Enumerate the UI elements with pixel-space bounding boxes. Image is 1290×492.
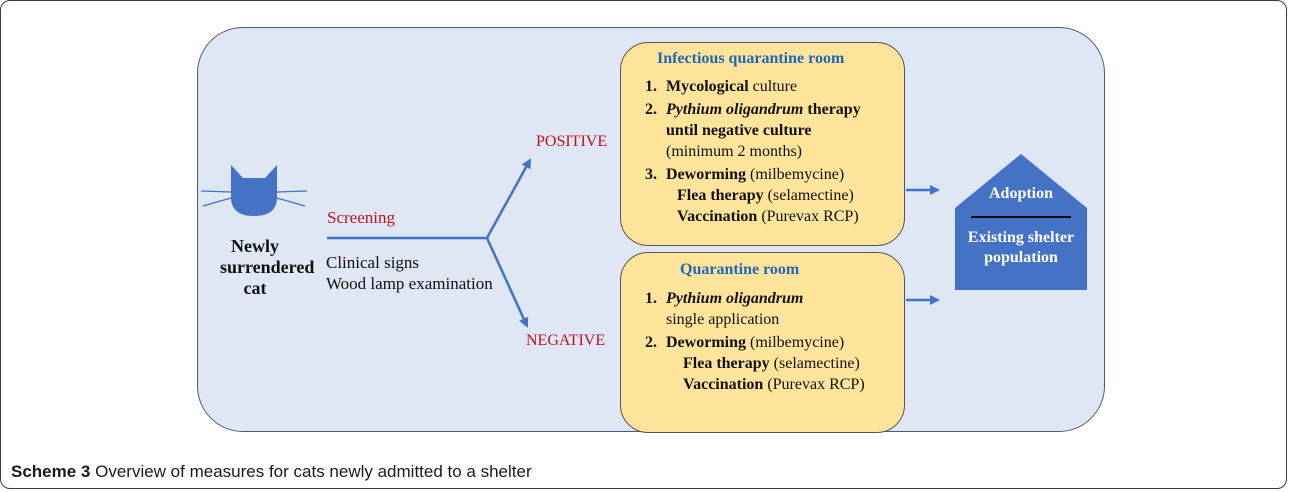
criteria-wood-lamp: Wood lamp examination [326, 274, 493, 293]
adoption-label: Adoption [988, 185, 1054, 202]
infectious-quarantine-room-box [620, 42, 905, 246]
screening-label: Screening [327, 208, 395, 227]
caption-label: Scheme 3 [11, 462, 91, 481]
negative-arrow [485, 237, 529, 328]
criteria-clinical-signs: Clinical signs [326, 253, 420, 272]
cat-label-line-1: Newly [231, 236, 279, 256]
quarantine-room-title: Quarantine room [680, 261, 800, 278]
outcome-divider [971, 216, 1071, 218]
quarantine-step-1-line-2: single application [666, 311, 780, 328]
cat-label-line-3: cat [243, 278, 267, 298]
step-text: Pythium oligandrum therapy [666, 101, 861, 118]
step-number: 2. [645, 334, 657, 351]
caption-text: Overview of measures for cats newly admi… [90, 462, 532, 481]
step-number: 2. [645, 101, 657, 118]
quarantine-room-box [620, 252, 905, 433]
cat-label-line-2: surrendered [220, 257, 315, 277]
step-text: Deworming (milbemycine) [666, 334, 845, 351]
infectious-step-2-line-3: (minimum 2 months) [666, 143, 802, 160]
existing-population-line-2: population [984, 249, 1058, 266]
existing-population-label: Existing shelter population [955, 228, 1087, 268]
cat-label: Newly surrendered cat [220, 236, 315, 299]
infectious-room-title: Infectious quarantine room [657, 50, 845, 67]
existing-population-line-1: Existing shelter [967, 229, 1075, 246]
quarantine-flea-therapy: Flea therapy (selamectine) [683, 355, 860, 372]
step-number: 1. [645, 290, 657, 307]
cat-head-icon [201, 165, 307, 216]
quarantine-vaccination: Vaccination (Purevax RCP) [683, 376, 865, 393]
step-number: 1. [645, 78, 657, 95]
outcome-house-shape [955, 154, 1087, 290]
infectious-step-2-line-2: until negative culture [666, 122, 812, 139]
positive-arrow [485, 158, 532, 239]
screening-criteria: Clinical signs Wood lamp examination [326, 252, 493, 294]
negative-label: NEGATIVE [526, 332, 606, 349]
positive-label: POSITIVE [536, 133, 608, 150]
step-text: Pythium oligandrum [666, 290, 804, 307]
step-number: 3. [645, 166, 657, 183]
infectious-vaccination: Vaccination (Purevax RCP) [677, 208, 859, 225]
infectious-flea-therapy: Flea therapy (selamectine) [677, 187, 854, 204]
figure-caption: Scheme 3 Overview of measures for cats n… [11, 462, 532, 482]
step-text: Deworming (milbemycine) [666, 166, 845, 183]
step-text: Mycological culture [666, 78, 798, 95]
